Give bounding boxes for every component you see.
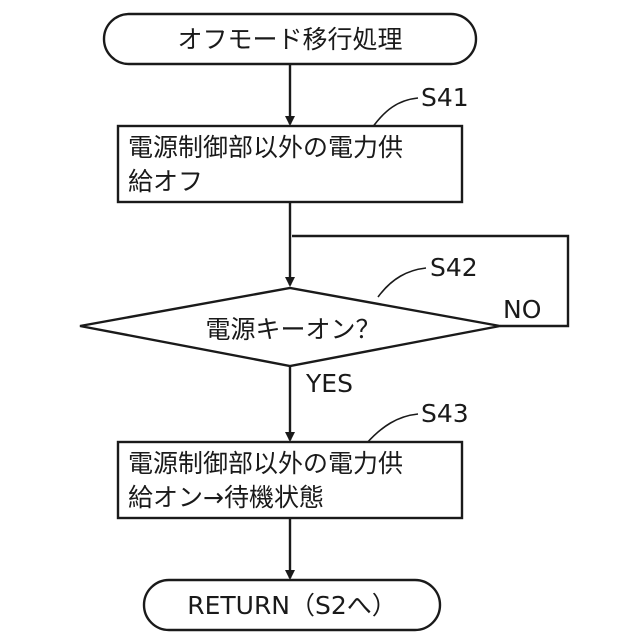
end-text: RETURN（S2へ） [187, 591, 397, 620]
end-terminator: RETURN（S2へ） [144, 580, 440, 630]
s43-leader-line [366, 414, 418, 444]
process-box-s43: 電源制御部以外の電力供 給オン→待機状態 [118, 442, 462, 518]
start-terminator: オフモード移行処理 [104, 14, 476, 64]
s41-step-label: S41 [421, 83, 469, 112]
s43-text-line-2: 給オン→待機状態 [128, 483, 324, 512]
s41-text-line-1: 電源制御部以外の電力供 [128, 133, 403, 162]
s43-step-label: S43 [421, 399, 469, 428]
s41-text-line-2: 給オフ [128, 167, 203, 196]
s42-leader-line [378, 268, 426, 297]
decision-diamond-s42: 電源キーオン？ [80, 288, 500, 366]
s42-step-label: S42 [430, 253, 478, 282]
start-text: オフモード移行処理 [177, 25, 402, 54]
s43-text-line-1: 電源制御部以外の電力供 [128, 449, 403, 478]
yes-branch-label: YES [305, 369, 353, 398]
process-box-s41: 電源制御部以外の電力供 給オフ [118, 126, 462, 202]
decision-text: 電源キーオン？ [205, 315, 380, 344]
s41-leader-line [372, 98, 418, 128]
no-branch-label: NO [503, 295, 541, 324]
